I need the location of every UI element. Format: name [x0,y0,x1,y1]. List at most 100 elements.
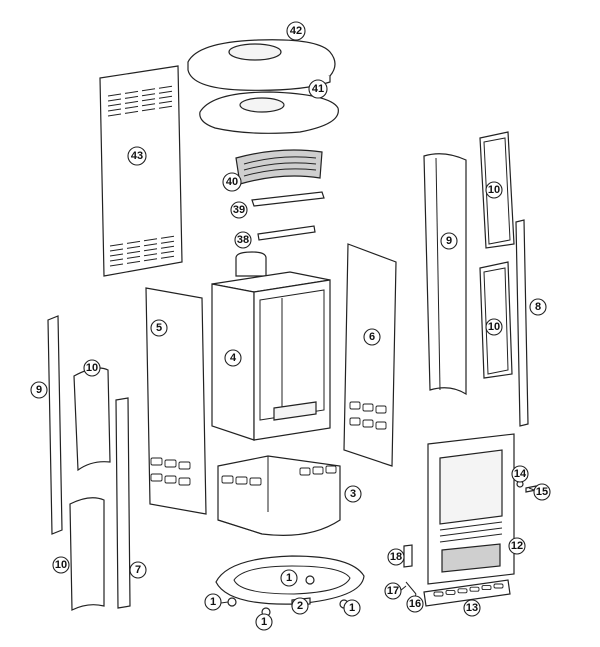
callout-circle [485,318,503,336]
vent-louvre [126,250,141,254]
callout-c17: 17 [384,582,402,600]
callout-circle [230,201,248,219]
vent-louvre [143,238,158,242]
panel-slot [150,473,163,482]
callout-c12: 12 [508,537,526,555]
vent-louvre [124,95,139,99]
callout-circle [463,599,481,617]
callout-circle [30,381,48,399]
callout-circle [280,569,298,587]
callout-circle [440,232,458,250]
panel-slot [375,405,387,414]
callout-c38: 38 [234,231,252,249]
callout-circle [129,561,147,579]
panel-slot [178,477,191,486]
vent-louvre [141,88,156,92]
part-curved-panel-lower-left [69,497,105,611]
callouts-layer: 4241434039384569101089107103141512181716… [30,21,551,631]
callout-circle [234,231,252,249]
vent-louvre [109,253,124,257]
callout-number: 10 [488,184,500,196]
callout-circle [533,483,551,501]
panel-slot [349,417,361,426]
vent-louvre [107,113,122,117]
panel-slot [362,419,374,428]
callout-number: 4 [230,352,237,364]
callout-c3: 3 [344,485,362,503]
panel-slot [178,461,191,470]
vent-louvre [126,260,141,264]
vent-louvre [143,248,158,252]
vent-louvre [109,263,124,267]
callout-circle [344,485,362,503]
panel-slot [493,583,504,589]
vent-louvre [158,90,173,94]
vent-louvre [124,100,139,104]
part-firebox [211,251,331,441]
callout-number: 13 [466,602,478,614]
callout-c7: 7 [129,561,147,579]
callout-c42: 42 [286,21,306,41]
callout-c41: 41 [308,79,328,99]
callout-number: 1 [210,596,216,608]
callout-number: 2 [297,600,303,612]
callout-c13: 13 [463,599,481,617]
vent-louvre [141,98,156,102]
callout-number: 39 [233,204,245,216]
part-small-plate [403,544,413,568]
vent-louvre [124,105,139,109]
callout-number: 3 [350,488,356,500]
panel-slot [235,476,248,485]
callout-c9b: 9 [30,381,48,399]
part-top-cover [187,39,336,91]
vent-louvre [160,255,175,259]
callout-c15: 15 [533,483,551,501]
vent-louvre [158,100,173,104]
vent-louvre [107,98,122,102]
callout-number: 12 [511,540,523,552]
callout-number: 38 [237,234,249,246]
vent-louvre [126,240,141,244]
callout-number: 16 [409,598,421,610]
callout-number: 9 [36,384,42,396]
callout-circle [387,548,405,566]
callout-number: 43 [131,150,143,162]
callout-c10c: 10 [83,359,101,377]
part-deflector [235,149,323,185]
part-baffle-strip [251,191,325,207]
callout-number: 42 [290,25,302,37]
panel-slot [457,588,468,594]
panel-slot [433,591,444,597]
part-side-strip [515,219,529,427]
part-air-grille [423,579,511,607]
callout-number: 10 [488,321,500,333]
part-left-column [47,315,63,535]
callout-c18: 18 [387,548,405,566]
callout-circle [384,582,402,600]
callout-c16: 16 [406,595,424,613]
callout-circle [343,599,361,617]
callout-c5: 5 [150,319,168,337]
panel-slot [150,457,163,466]
panel-slot [312,466,324,475]
vent-louvre [109,248,124,252]
callout-number: 40 [226,176,238,188]
panel-slot [362,403,374,412]
vent-louvre [160,240,175,244]
callout-number: 18 [390,551,402,563]
callout-circle [204,593,222,611]
callout-c4: 4 [224,349,242,367]
panel-slot [221,475,234,484]
vent-louvre [141,103,156,107]
part-latch [516,480,537,493]
callout-circle [363,328,381,346]
callout-c10a: 10 [485,181,503,199]
callout-number: 7 [135,564,141,576]
callout-c14: 14 [511,465,529,483]
vent-louvre [160,245,175,249]
part-ash-pan [217,455,341,536]
callout-number: 8 [535,301,541,313]
callout-c43: 43 [127,146,147,166]
panel-slot [164,459,177,468]
callout-number: 9 [446,235,452,247]
